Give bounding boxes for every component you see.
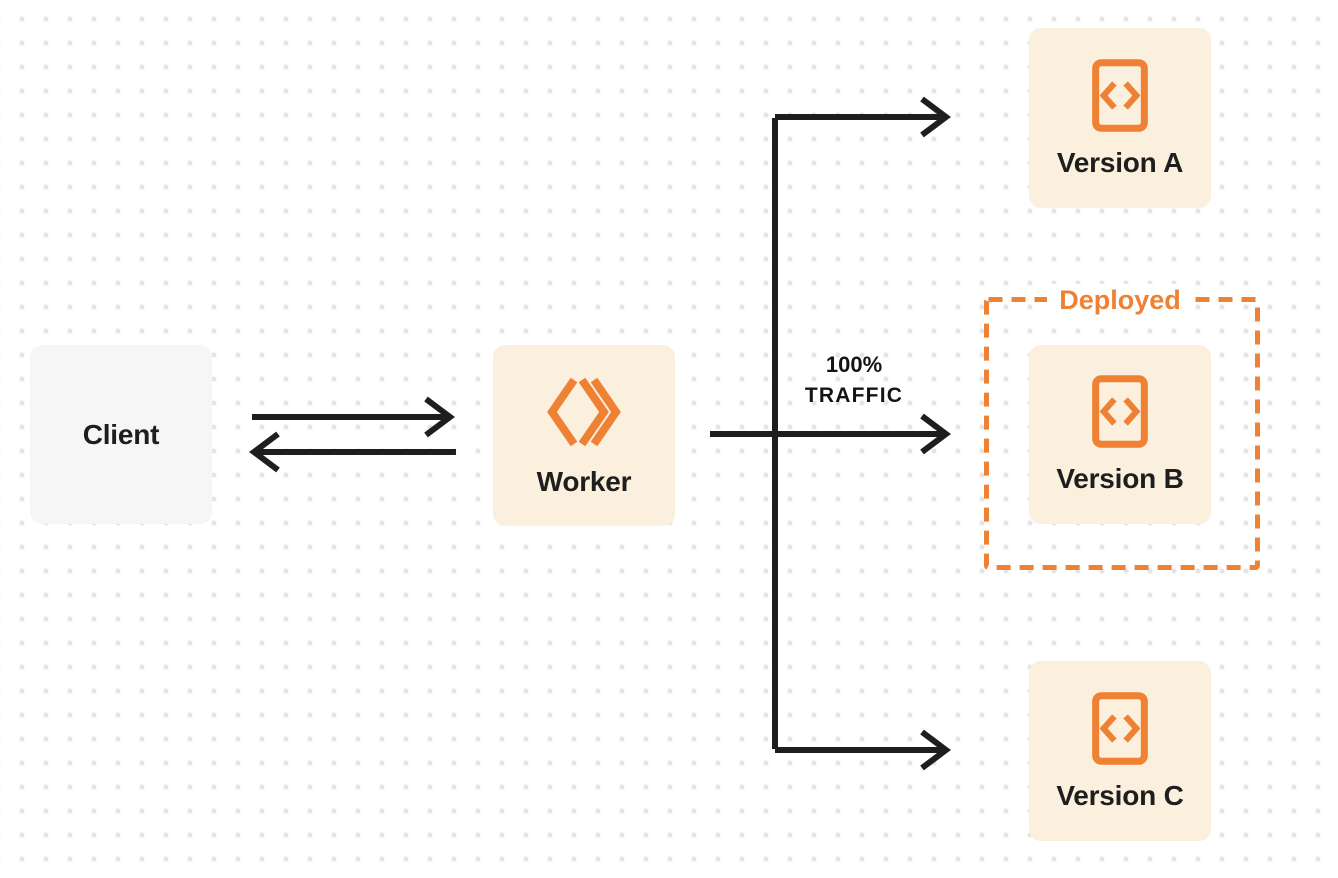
- cloudflare-workers-icon: [547, 377, 621, 446]
- code-file-icon: [1092, 375, 1148, 448]
- worker-to-client-arrowhead: [249, 431, 280, 473]
- version-a-node: Version A: [1029, 28, 1211, 208]
- version-c-node: Version C: [1029, 661, 1211, 841]
- worker-to-version-b-arrowhead: [920, 413, 951, 455]
- traffic-label: 100% TRAFFIC: [779, 349, 929, 411]
- version-a-label: Version A: [1056, 146, 1184, 178]
- client-label: Client: [82, 418, 160, 450]
- branch-to-version-c-arrowhead: [920, 729, 951, 771]
- worker-label: Worker: [536, 465, 632, 497]
- traffic-word-text: TRAFFIC: [804, 384, 904, 407]
- version-b-label: Version B: [1056, 463, 1184, 494]
- version-b-node: Version B: [1029, 345, 1211, 524]
- deployed-group-label: Deployed: [1047, 284, 1193, 317]
- traffic-percent-text: 100%: [825, 352, 883, 377]
- code-file-icon: [1092, 691, 1148, 765]
- client-node: Client: [30, 345, 212, 524]
- worker-node: Worker: [493, 345, 675, 526]
- version-c-label: Version C: [1056, 779, 1184, 811]
- branch-to-version-a-arrowhead: [920, 96, 951, 138]
- client-to-worker-arrowhead: [424, 396, 455, 438]
- code-file-icon: [1092, 58, 1148, 132]
